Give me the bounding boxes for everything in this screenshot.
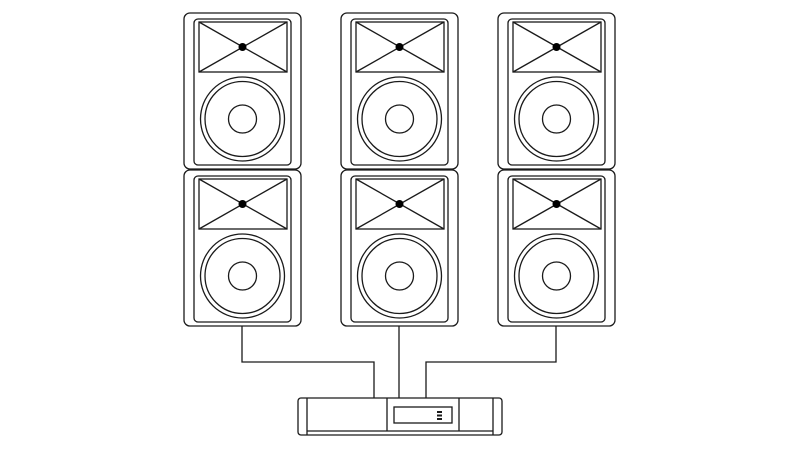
horn-tweeter-icon bbox=[355, 21, 445, 73]
woofer-icon bbox=[199, 233, 286, 319]
woofer-icon bbox=[356, 76, 443, 162]
speaker-cabinet-icon bbox=[183, 169, 302, 327]
horn-tweeter-icon bbox=[198, 21, 288, 73]
amplifier-display bbox=[393, 406, 453, 424]
cable-left bbox=[241, 326, 375, 398]
speaker-cabinet-icon bbox=[340, 12, 459, 170]
woofer-icon bbox=[513, 76, 600, 162]
speaker-cabinet-icon bbox=[340, 169, 459, 327]
cables bbox=[241, 326, 557, 398]
horn-tweeter-icon bbox=[198, 178, 288, 230]
amplifier-icon bbox=[297, 397, 503, 436]
speaker-cabinet-icon bbox=[497, 12, 616, 170]
horn-tweeter-icon bbox=[512, 21, 602, 73]
woofer-icon bbox=[356, 233, 443, 319]
woofer-icon bbox=[199, 76, 286, 162]
speaker-cabinet-icon bbox=[183, 12, 302, 170]
speaker-cabinet-icon bbox=[497, 169, 616, 327]
cable-right bbox=[425, 326, 557, 398]
horn-tweeter-icon bbox=[355, 178, 445, 230]
horn-tweeter-icon bbox=[512, 178, 602, 230]
speaker-array bbox=[183, 12, 616, 327]
woofer-icon bbox=[513, 233, 600, 319]
